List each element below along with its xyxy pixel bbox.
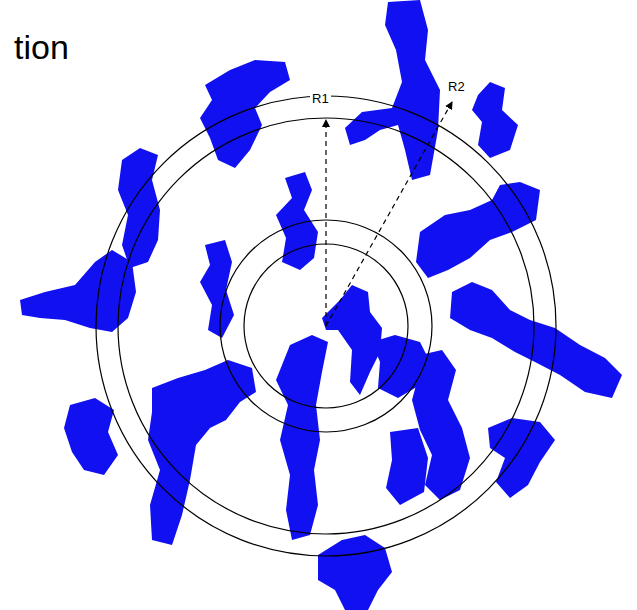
radius-label: R2 [446,80,467,93]
shell-circle [96,96,556,556]
radius-arrow [325,120,326,326]
particle [276,335,328,540]
particle [416,182,540,278]
particle [386,428,428,505]
slide-title-fragment: tion [14,30,69,64]
shell-circles [96,96,556,556]
particle [322,285,382,395]
radius-arrow [326,102,452,326]
blue-particles [20,0,622,610]
particle [488,418,555,498]
particle [345,0,440,180]
particle [318,535,392,610]
particle [64,398,118,475]
radius-label: R1 [310,92,331,105]
particle [472,82,518,158]
particle [200,240,234,338]
particle [450,282,622,398]
particle [200,60,290,168]
particle [118,148,160,268]
